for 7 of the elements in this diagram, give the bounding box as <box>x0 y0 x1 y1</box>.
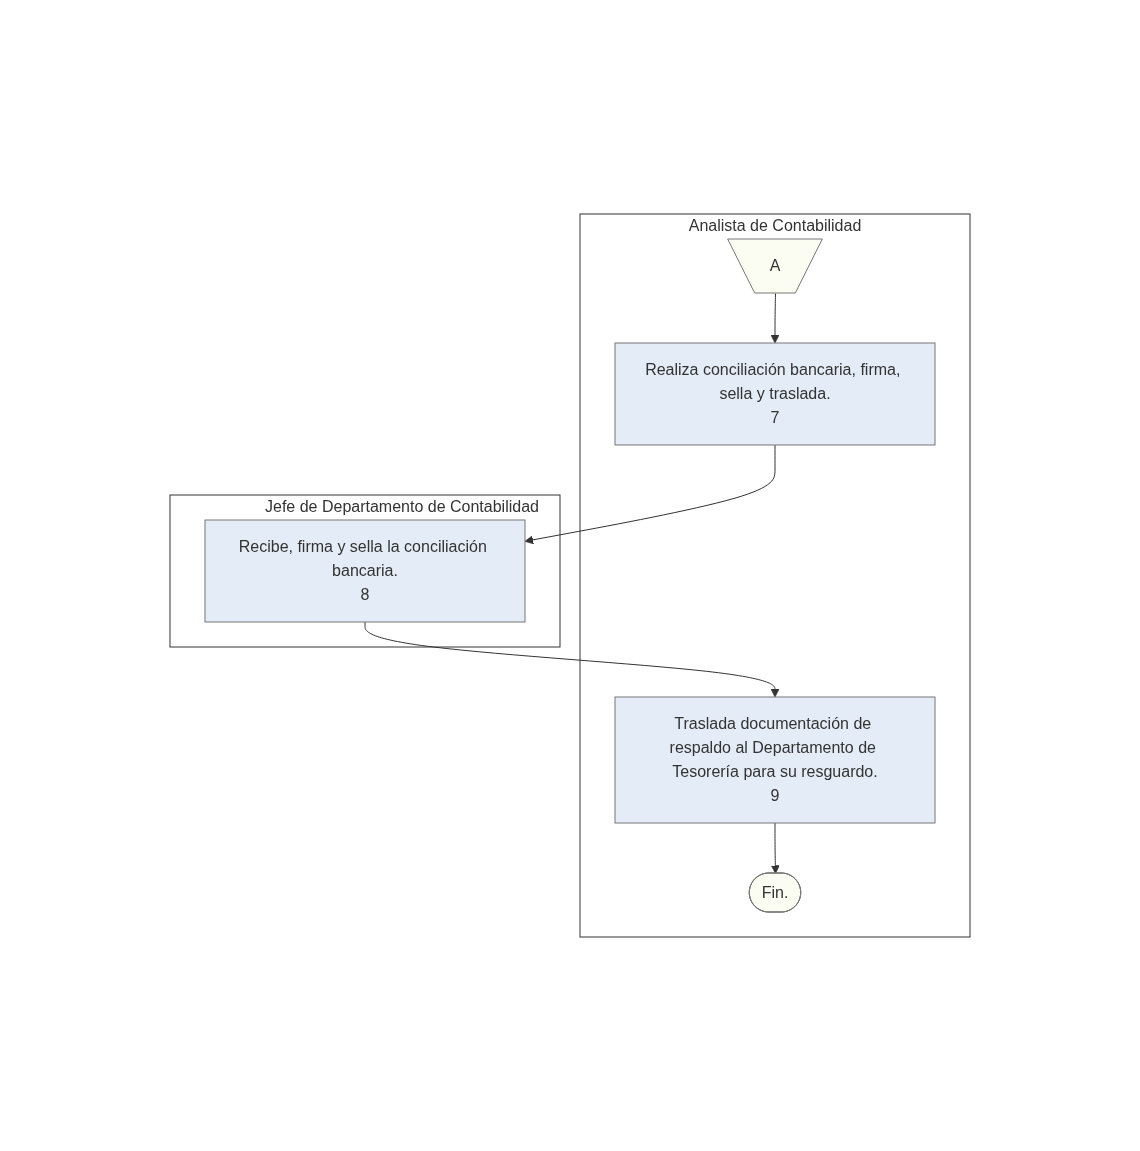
arrow <box>524 444 776 545</box>
arrow <box>364 621 780 698</box>
node-box: Realiza conciliación bancaria, firma, sella y traslada. 7 <box>614 342 936 446</box>
arrow <box>770 293 780 344</box>
node-box: Traslada documentación de respaldo al Departamento de Tesorería para su resguardo. 9 <box>614 696 936 824</box>
arrow <box>770 822 780 874</box>
node-box: Recibe, firma y sella la conciliación bancaria. 8 <box>204 519 526 623</box>
